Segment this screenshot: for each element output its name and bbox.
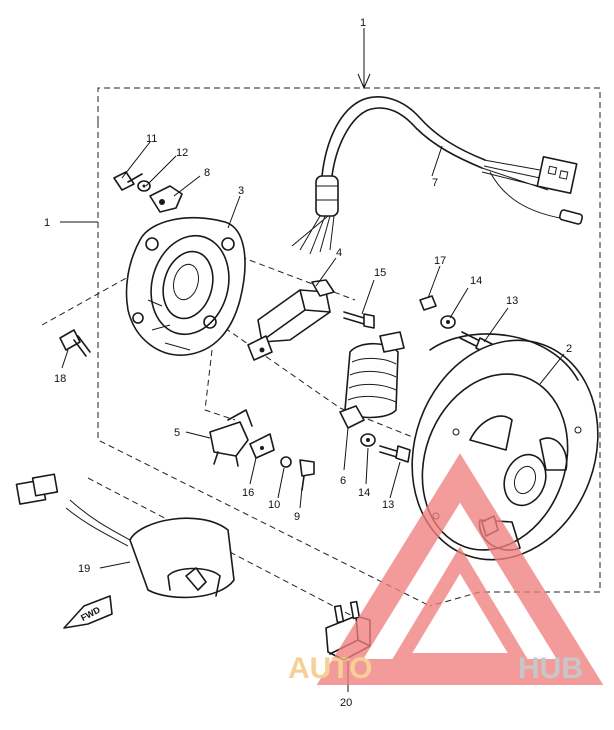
stator-plate — [125, 216, 246, 356]
harness-grommet — [315, 175, 339, 217]
callout-13-top: 13 — [506, 295, 518, 307]
watermark-text-auto: AUTO — [288, 652, 372, 685]
cdi-connector-b — [31, 473, 59, 497]
callout-17: 17 — [434, 255, 446, 267]
screw-15 — [343, 311, 375, 329]
watermark-triangle-inner-icon — [387, 546, 533, 667]
callout-1-left: 1 — [44, 217, 50, 229]
screw-11 — [113, 171, 143, 191]
source-coil — [247, 279, 335, 361]
bracket-16 — [249, 433, 275, 459]
watermark: AUTO MOTO HUB — [288, 453, 604, 685]
callout-14-top: 14 — [470, 275, 482, 287]
callout-9: 9 — [294, 511, 300, 523]
assembly-boundary — [97, 87, 601, 593]
callout-5: 5 — [174, 427, 180, 439]
callout-6: 6 — [340, 475, 346, 487]
wire-harness — [291, 96, 584, 255]
wire-clamp — [149, 185, 183, 213]
callout-3: 3 — [238, 185, 244, 197]
callout-15: 15 — [374, 267, 386, 279]
watermark-text-moto: MOTO — [396, 652, 485, 685]
guide-line-6 — [224, 327, 341, 409]
screw-13-bottom — [379, 445, 411, 463]
callout-16: 16 — [242, 487, 254, 499]
harness-connector-block — [536, 155, 578, 195]
callout-1-top: 1 — [360, 17, 366, 29]
callout-8: 8 — [204, 167, 210, 179]
screw-9 — [299, 459, 315, 491]
harness-bullet-connector — [558, 209, 584, 225]
lighting-coil — [339, 331, 405, 429]
callout-14-bottom: 14 — [358, 487, 370, 499]
callout-10: 10 — [268, 499, 280, 511]
callout-19: 19 — [78, 563, 90, 575]
watermark-triangle-icon — [316, 453, 604, 685]
leader-lines — [60, 28, 565, 692]
washer-12 — [137, 180, 151, 192]
screw-18 — [59, 329, 91, 357]
callout-4: 4 — [336, 247, 342, 259]
callout-2: 2 — [566, 343, 572, 355]
pickup-coil — [209, 409, 253, 467]
washer-10 — [280, 456, 292, 468]
fwd-arrow: FWD — [63, 595, 113, 629]
callout-18: 18 — [54, 373, 66, 385]
washer-14-bottom — [360, 433, 376, 447]
assembly-boundary-lower — [97, 122, 431, 607]
watermark-text-hub: HUB — [518, 652, 583, 685]
callout-7: 7 — [432, 177, 438, 189]
callout-13-bottom: 13 — [382, 499, 394, 511]
callout-12: 12 — [176, 147, 188, 159]
washer-14-top — [440, 315, 456, 329]
clip-17 — [419, 295, 437, 311]
cdi-unit — [15, 473, 235, 599]
guide-line-5 — [204, 349, 236, 421]
callout-11: 11 — [146, 133, 157, 145]
callout-20: 20 — [340, 697, 352, 709]
guide-line-18 — [41, 261, 156, 326]
callouts: 1 1 2 3 4 5 6 7 8 9 10 11 12 13 13 14 14… — [44, 17, 572, 709]
